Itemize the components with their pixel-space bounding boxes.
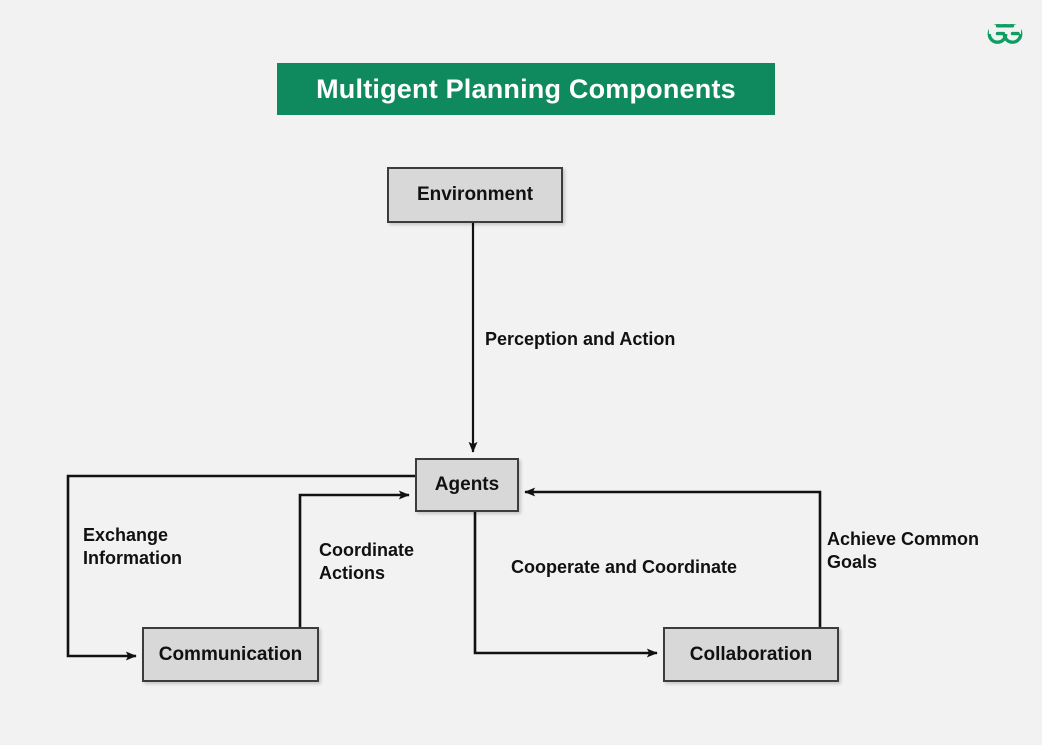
- page-title: Multigent Planning Components: [277, 63, 775, 115]
- node-communication[interactable]: Communication: [142, 627, 319, 682]
- edge-label-coordinate-actions: Coordinate Actions: [319, 540, 415, 584]
- node-environment[interactable]: Environment: [387, 167, 563, 223]
- edge-label-achieve-common-goals: Achieve Common Goals: [827, 529, 980, 573]
- geeksforgeeks-logo: [982, 14, 1028, 54]
- node-agents[interactable]: Agents: [415, 458, 519, 512]
- edge-label-perception-and-action: Perception and Action: [485, 329, 676, 349]
- node-collaboration[interactable]: Collaboration: [663, 627, 839, 682]
- edge-cooperate-and-coordinate: [473, 512, 658, 658]
- edge-label-exchange-information: Exchange Information: [83, 525, 182, 569]
- edge-label-cooperate-and-coordinate: Cooperate and Coordinate: [511, 557, 738, 577]
